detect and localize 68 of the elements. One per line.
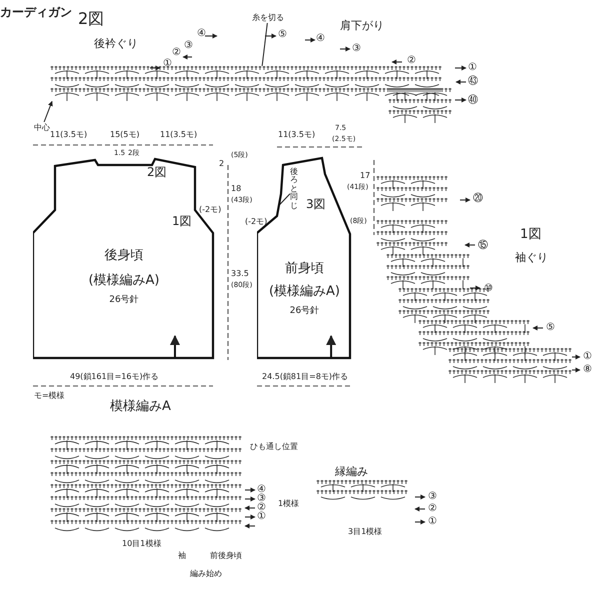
row-number: ④ [316,33,325,44]
row-number: ③ [352,43,361,54]
stitch-name: (模様編みA) [87,272,161,289]
row-number: ② [257,502,266,513]
piece-name: 前身頃 [284,260,325,277]
needle-size: 26号針 [288,304,320,317]
row-number: ① [428,516,437,527]
row-number: ⑧ [583,364,592,375]
figure-number: 3図 [306,198,326,212]
row-number: ③ [428,491,437,502]
row-number: ⑤ [278,29,287,40]
figure-number: 1図 [520,228,542,242]
figure-number: 2図 [78,10,104,28]
dimension-label: 11(3.5モ) [160,131,198,140]
repeat-note: 1模様 [278,500,300,509]
row-number: ⑩ [484,283,493,294]
dimension-label: 15(5モ) [110,131,140,140]
title: カーディガン [0,6,72,20]
shaping-note: (-2モ) [199,206,222,215]
chart-title: 縁編み [335,466,368,478]
dimension-label: 17 [360,172,370,181]
chart-title: 後衿ぐり [94,38,138,50]
chart-title: 袖ぐり [515,252,548,264]
chart-note: 編み始め [190,570,222,579]
dimension-label: 49(鎖161目=16モ)作る [70,373,159,382]
row-number: ⑤ [546,322,555,333]
row-number: ③ [184,40,193,51]
row-number: ① [257,511,266,522]
needle-size: 26号針 [108,294,140,306]
row-number: ② [407,55,416,66]
dimension-label: 33.5 [231,270,249,279]
dimension-label: 2 [219,160,224,169]
chart-title: 模様編みA [110,400,171,414]
leader-text: 中心 [34,122,50,133]
leader-line [44,100,53,122]
row-number: ④ [197,28,206,39]
position-note: ひも通し位置 [250,443,298,452]
dimension-label: 24.5(鎖81目=8モ)作る [262,373,348,382]
abbreviation-note: モ=模様 [34,392,65,401]
piece-name: 後身頃 [104,247,144,264]
row-number: ② [428,503,437,514]
chart-note: 前後身頃 [210,552,242,561]
chart-note: 袖 [178,552,186,561]
row-number: ⑮ [478,240,488,251]
row-number: ④ [257,484,266,495]
dimension-label: 11(3.5モ) [50,131,88,140]
row-number: ② [172,47,181,58]
chart-title: 肩下がり [340,20,384,32]
row-number: ① [468,62,477,73]
stitch-name: (模様編みA) [268,283,342,300]
leader-line [262,22,268,66]
repeat-note: 10目1模様 [122,540,162,549]
shaping-note: (-2モ) [245,218,268,227]
row-number: ① [163,58,172,69]
leader-line [278,193,290,206]
dimension-label: 11(3.5モ) [278,131,316,140]
row-number: ㊵ [468,95,478,106]
row-number: ⑳ [473,193,483,204]
dimension-label: 18 [231,185,242,194]
row-number: ③ [257,493,266,504]
figure-number: 1図 [172,215,192,228]
figure-number: 2図 [147,166,167,180]
row-number: ① [583,351,592,362]
leader-text: 糸を切る [252,12,284,23]
row-number: ㊸ [468,76,478,87]
crochet-chart-drawing [50,66,452,124]
leader-text: 後ろと同じ [290,168,299,210]
repeat-note: 3目1模様 [348,528,382,537]
